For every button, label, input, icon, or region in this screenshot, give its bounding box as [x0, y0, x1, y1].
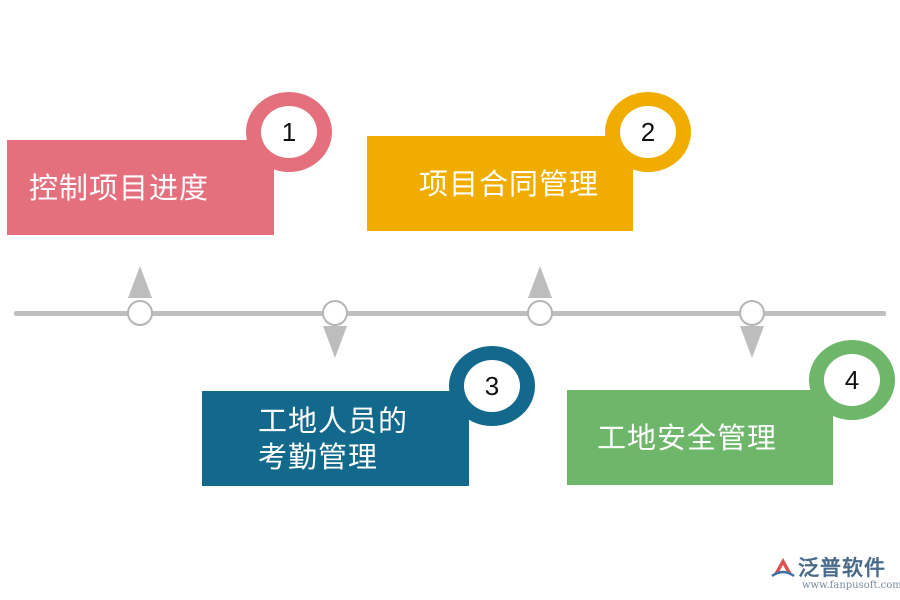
step-card-4: 工地安全管理	[567, 390, 833, 485]
step-label-2: 项目合同管理	[419, 166, 600, 201]
step-label-1: 控制项目进度	[29, 170, 210, 205]
step-badge-1: 1	[246, 92, 332, 172]
timeline-line	[14, 311, 886, 316]
step-number-2: 2	[620, 106, 676, 158]
step-badge-3: 3	[449, 346, 535, 426]
step-label-3-line2: 考勤管理	[258, 439, 379, 474]
step-badge-4: 4	[809, 340, 895, 420]
step-label-4: 工地安全管理	[597, 420, 778, 455]
timeline-arrow-down-4	[740, 326, 764, 358]
step-card-3: 工地人员的 考勤管理	[202, 391, 469, 486]
timeline-arrow-up-1	[128, 266, 152, 298]
fanpu-logo-icon	[771, 558, 795, 578]
logo-name: 泛普软件	[798, 556, 886, 580]
step-card-2: 项目合同管理	[367, 136, 633, 231]
timeline-node-3	[527, 300, 553, 326]
timeline-arrow-down-3	[323, 326, 347, 358]
step-card-1: 控制项目进度	[7, 140, 274, 235]
timeline-node-1	[127, 300, 153, 326]
timeline-node-4	[739, 300, 765, 326]
brand-logo: 泛普软件 www.fanpusoft.com	[770, 552, 900, 596]
step-number-1: 1	[261, 106, 317, 158]
step-badge-2: 2	[605, 92, 691, 172]
step-label-3-line1: 工地人员的	[258, 403, 409, 438]
logo-url: www.fanpusoft.com	[802, 580, 900, 591]
timeline-node-2	[322, 300, 348, 326]
step-number-3: 3	[464, 360, 520, 412]
timeline-arrow-up-2	[528, 266, 552, 298]
step-number-4: 4	[824, 354, 880, 406]
